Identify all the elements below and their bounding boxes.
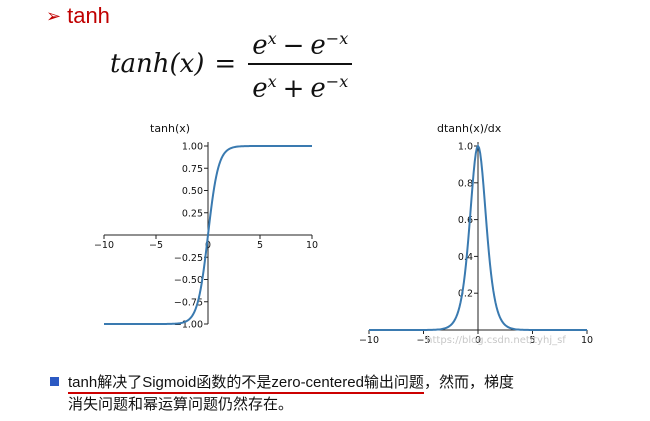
chart-title: tanh(x) xyxy=(150,122,190,135)
formula-denominator: ex+e−x xyxy=(248,67,352,104)
x-tick-label: 0 xyxy=(475,335,481,346)
y-tick-label: −0.25 xyxy=(174,253,203,264)
y-tick-label: −0.75 xyxy=(174,297,203,308)
note-second-line: 消失问题和幂运算问题仍然存在。 xyxy=(68,396,294,413)
y-tick-label: −0.50 xyxy=(174,275,203,286)
den-exp-b: −x xyxy=(325,72,349,91)
series-line xyxy=(369,144,587,331)
num-exp-b: −x xyxy=(325,29,349,49)
formula-equals: = xyxy=(214,49,237,79)
tanh-formula: tanh(x) = ex−e−x ex+e−x xyxy=(110,29,353,104)
x-tick-label: 5 xyxy=(257,240,263,251)
y-tick-label: 0.50 xyxy=(182,186,203,197)
series-line xyxy=(104,145,312,325)
x-tick-label: 5 xyxy=(529,335,535,346)
y-tick-label: 0.25 xyxy=(182,208,203,219)
heading-text: tanh xyxy=(67,3,110,28)
num-operator: − xyxy=(282,31,305,61)
note-continuation: ，然而，梯度 xyxy=(423,374,514,391)
formula-lhs: tanh(x) xyxy=(110,49,205,79)
y-tick-label: 0.2 xyxy=(458,289,473,300)
den-base-b: e xyxy=(310,73,326,104)
num-exp-a: x xyxy=(267,29,277,49)
fraction-bar xyxy=(248,63,353,65)
x-tick-label: 0 xyxy=(205,240,211,251)
dtanh-chart: dtanh(x)/dx −10 −5 0 5 10 1.0 0.8 0.6 0.4 0.2 https… xyxy=(359,122,593,346)
y-tick-label: 1.0 xyxy=(458,142,473,153)
num-base-a: e xyxy=(252,31,268,61)
y-tick-label: 0.8 xyxy=(458,178,473,189)
square-bullet-icon xyxy=(50,377,59,386)
den-exp-a: x xyxy=(267,72,277,91)
x-tick-label: −5 xyxy=(416,335,430,346)
y-tick-label: −1.00 xyxy=(174,320,203,331)
x-tick-label: 10 xyxy=(306,240,318,251)
underlined-statement: tanh解决了Sigmoid函数的不是zero-centered输出问题 xyxy=(68,374,424,394)
formula-fraction: ex−e−x ex+e−x xyxy=(248,24,353,104)
y-tick-label: 1.00 xyxy=(182,142,203,153)
x-tick-label: −10 xyxy=(94,240,114,251)
x-tick-label: 10 xyxy=(581,335,593,346)
arrow-bullet-icon: ➢ xyxy=(46,5,62,26)
explanation-note: tanh解决了Sigmoid函数的不是zero-centered输出问题，然而，… xyxy=(50,372,630,416)
den-operator: + xyxy=(282,73,305,104)
tanh-chart: tanh(x) −10 −5 0 5 10 1.00 0.75 0.50 0.25 −0.25 −0.… xyxy=(94,122,318,331)
y-tick-label: 0.6 xyxy=(458,215,473,226)
watermark: https://blog.csdn.net/tyhj_sf xyxy=(426,335,566,346)
num-base-b: e xyxy=(310,31,326,61)
section-heading: ➢ tanh xyxy=(46,2,110,30)
y-tick-label: 0.75 xyxy=(182,164,203,175)
x-tick-label: −5 xyxy=(149,240,163,251)
chart-title: dtanh(x)/dx xyxy=(437,122,502,135)
x-tick-label: −10 xyxy=(359,335,379,346)
den-base-a: e xyxy=(252,73,268,104)
y-tick-label: 0.4 xyxy=(458,252,473,263)
formula-numerator: ex−e−x xyxy=(248,24,352,61)
